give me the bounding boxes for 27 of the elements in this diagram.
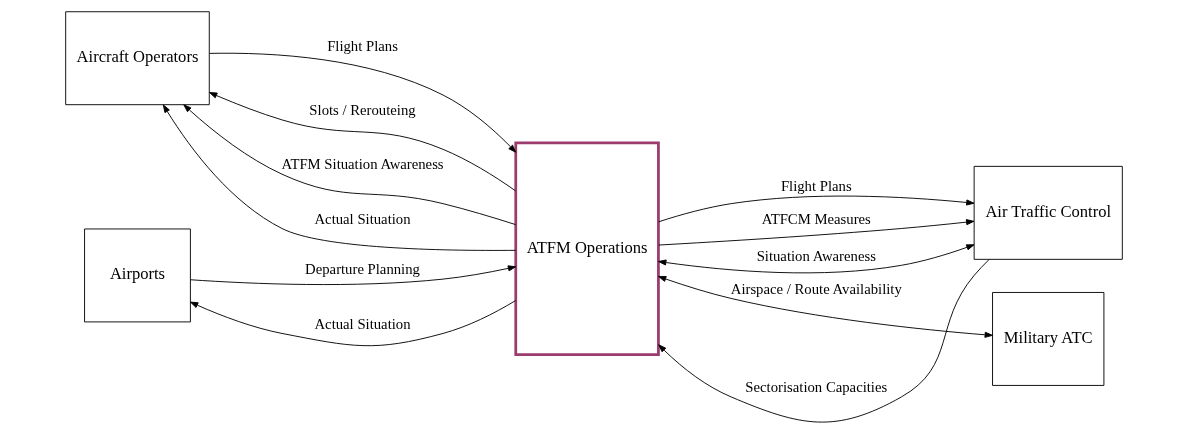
edge-label: Airspace / Route Availability	[730, 280, 902, 297]
node-box: Airports	[83, 228, 191, 323]
edge-label: Departure Planning	[304, 261, 420, 278]
arrow	[657, 219, 974, 246]
edge-label: Slots / Rerouteing	[308, 102, 416, 119]
arrow	[189, 300, 516, 347]
arrow	[189, 265, 516, 286]
node-box: Aircraft Operators	[64, 11, 210, 106]
edge-label: Actual Situation	[313, 210, 411, 227]
edge-label: Situation Awareness	[756, 247, 876, 264]
node-box: Military ATC	[991, 292, 1104, 386]
arrow	[657, 244, 974, 274]
node-box: ATFM Operations	[513, 141, 660, 356]
edge-label: ATFM Situation Awareness	[280, 156, 444, 173]
arrow	[657, 276, 993, 338]
arrow	[208, 92, 516, 192]
edge-label: ATFCM Measures	[761, 210, 871, 227]
arrow	[208, 52, 516, 153]
node-box: Air Traffic Control	[973, 165, 1123, 260]
edge-label: Sectorisation Capacities	[744, 379, 887, 396]
edge-label: Flight Plans	[780, 178, 852, 195]
arrow	[182, 104, 516, 226]
edge-label: Actual Situation	[313, 315, 411, 332]
arrow	[657, 195, 974, 223]
edge-label: Flight Plans	[326, 37, 398, 54]
arrow	[657, 259, 989, 423]
arrow	[162, 104, 516, 251]
